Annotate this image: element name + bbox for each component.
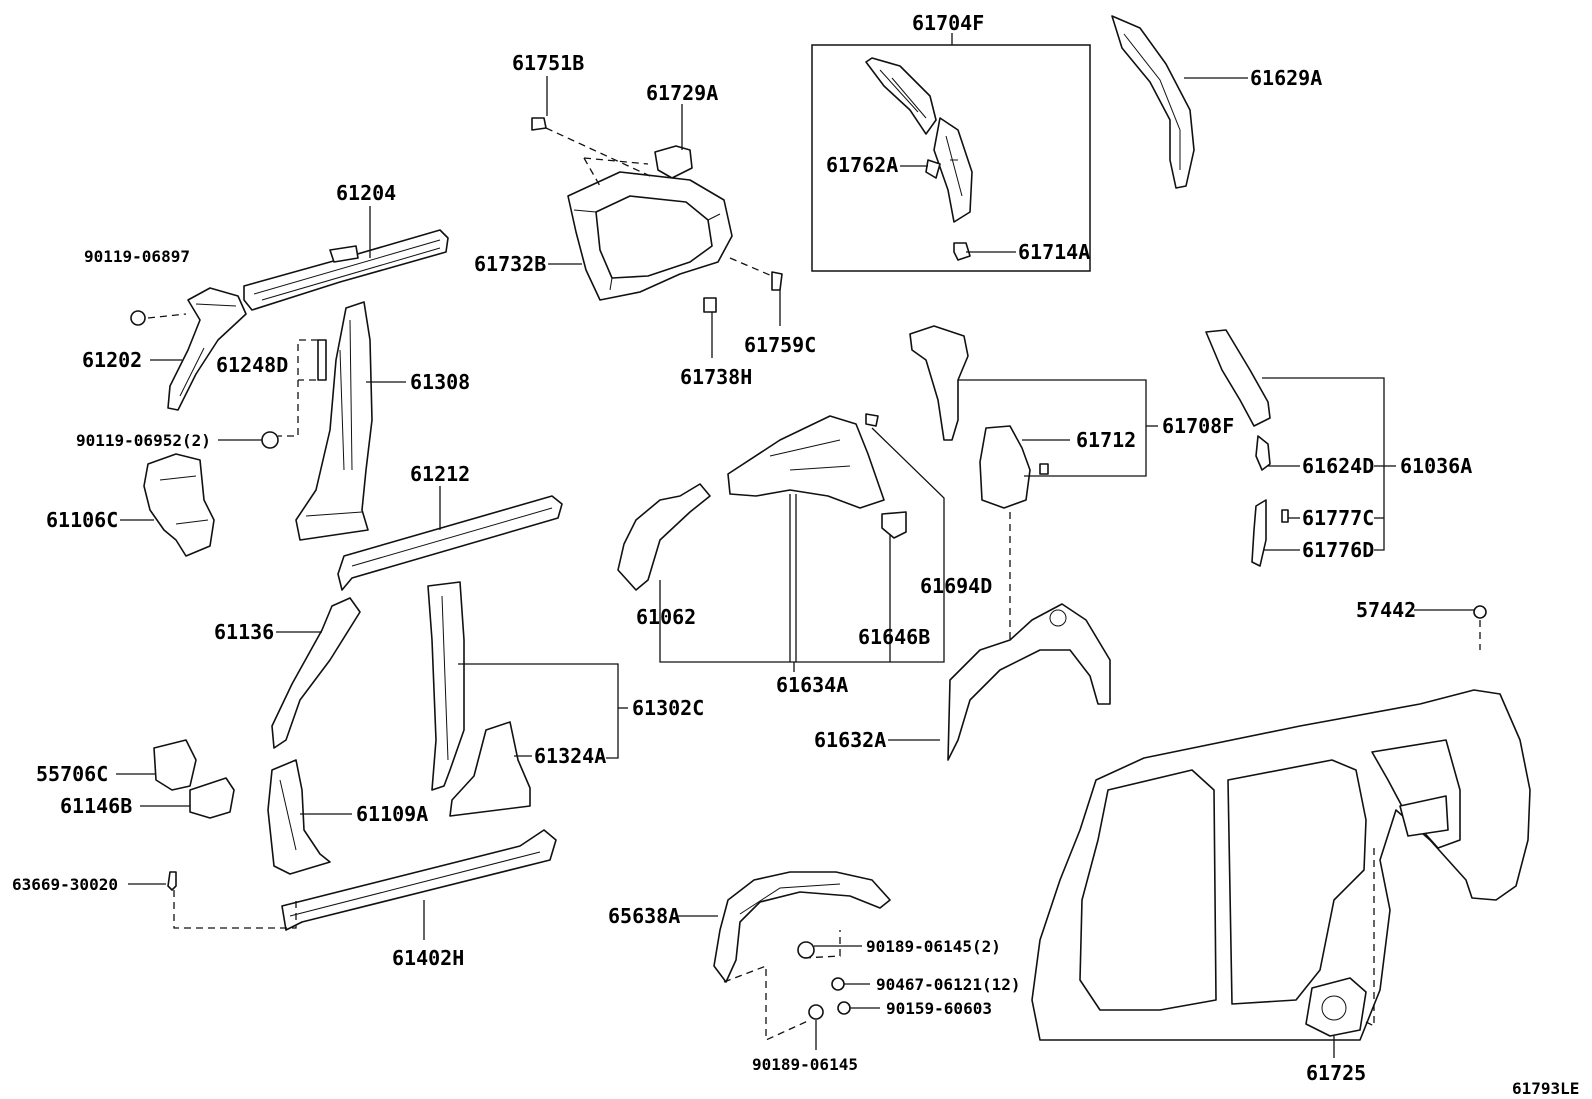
part-61146B [189,777,235,819]
label-61402H: 61402H [392,946,464,970]
part-61704F-lower [933,117,973,223]
part-61759C [771,271,783,291]
part-61308 [295,301,373,541]
label-61762A: 61762A [826,153,898,177]
part-61751B [531,117,547,131]
part-61714A [953,242,971,261]
part-61694D [865,413,879,427]
part-65638A [713,871,891,983]
label-57442: 57442 [1356,598,1416,622]
part-90159-60603 [837,1001,851,1015]
label-61776D: 61776D [1302,538,1374,562]
label-61248D: 61248D [216,353,288,377]
label-61204: 61204 [336,181,396,205]
label-61738H: 61738H [680,365,752,389]
part-61624D [1255,435,1271,471]
part-61136 [271,597,361,749]
part-90189-06145-2 [797,941,815,959]
leader-lines [116,33,1474,1058]
label-90189-06145: 90189-06145 [752,1055,858,1074]
label-90119-06952: 90119-06952(2) [76,431,211,450]
label-55706C: 55706C [36,762,108,786]
diagram-code: 61793LE [1512,1079,1579,1098]
part-61732B-window [595,195,713,279]
part-61062 [617,483,711,591]
part-61629A [1111,15,1195,189]
label-61729A: 61729A [646,81,718,105]
label-61136: 61136 [214,620,274,644]
label-61146B: 61146B [60,794,132,818]
parts-layer [130,15,1531,1041]
part-61725 [1305,977,1367,1037]
label-61036A: 61036A [1400,454,1472,478]
part-61036A-upper [1205,329,1271,427]
part-61776D [1251,499,1267,567]
label-61759C: 61759C [744,333,816,357]
part-63669-30020 [167,871,177,891]
label-61777C: 61777C [1302,506,1374,530]
label-61714A: 61714A [1018,240,1090,264]
label-61694D: 61694D [920,574,992,598]
part-61324A [449,721,531,817]
label-61751B: 61751B [512,51,584,75]
part-61762A [925,159,941,179]
label-63669-30020: 63669-30020 [12,875,118,894]
part-61212 [337,495,563,591]
label-90189-06145-2: 90189-06145(2) [866,937,1001,956]
part-61712 [979,425,1031,509]
part-61248D [317,339,327,381]
fuel-door-opening [1399,795,1449,837]
label-61308: 61308 [410,370,470,394]
rear-door-opening [1227,759,1367,1005]
part-55706C [153,739,197,791]
label-90119-06897: 90119-06897 [84,247,190,266]
part-61738H [703,297,717,313]
group-frame-61704F [811,44,1091,272]
label-61202: 61202 [82,348,142,372]
part-61632A [947,603,1111,761]
label-61629A: 61629A [1250,66,1322,90]
label-61624D: 61624D [1302,454,1374,478]
part-61708F [909,325,969,441]
part-61402H [281,829,557,931]
part-90119-06897 [130,310,146,326]
part-61106C [143,453,215,557]
label-61634A: 61634A [776,673,848,697]
part-61634A [727,415,885,509]
label-61732B: 61732B [474,252,546,276]
label-90467-06121: 90467-06121(12) [876,975,1021,994]
label-61302C: 61302C [632,696,704,720]
label-61725: 61725 [1306,1061,1366,1085]
label-90159-60603: 90159-60603 [886,999,992,1018]
front-door-opening [1079,769,1217,1011]
labels: 61704F 61629A 61751B 61729A 61762A 61714… [12,11,1579,1098]
label-61712: 61712 [1076,428,1136,452]
label-61704F: 61704F [912,11,984,35]
label-61646B: 61646B [858,625,930,649]
part-61109A [267,759,331,875]
part-90189-06145 [808,1004,824,1020]
label-61106C: 61106C [46,508,118,532]
label-61109A: 61109A [356,802,428,826]
part-61777C [1281,509,1289,523]
label-65638A: 65638A [608,904,680,928]
dashed-assembly-lines [147,127,1481,1042]
part-61202 [167,287,247,411]
label-61708F: 61708F [1162,414,1234,438]
part-61646B [881,511,907,539]
part-61204 [243,229,449,311]
part-61729A [654,145,693,179]
part-61704F-upper [865,57,937,135]
part-90467-06121 [831,977,845,991]
part-61302C [427,581,465,791]
part-90119-06952 [261,431,279,449]
part-57442 [1473,605,1487,619]
label-61632A: 61632A [814,728,886,752]
label-61324A: 61324A [534,744,606,768]
label-61062: 61062 [636,605,696,629]
label-61212: 61212 [410,462,470,486]
